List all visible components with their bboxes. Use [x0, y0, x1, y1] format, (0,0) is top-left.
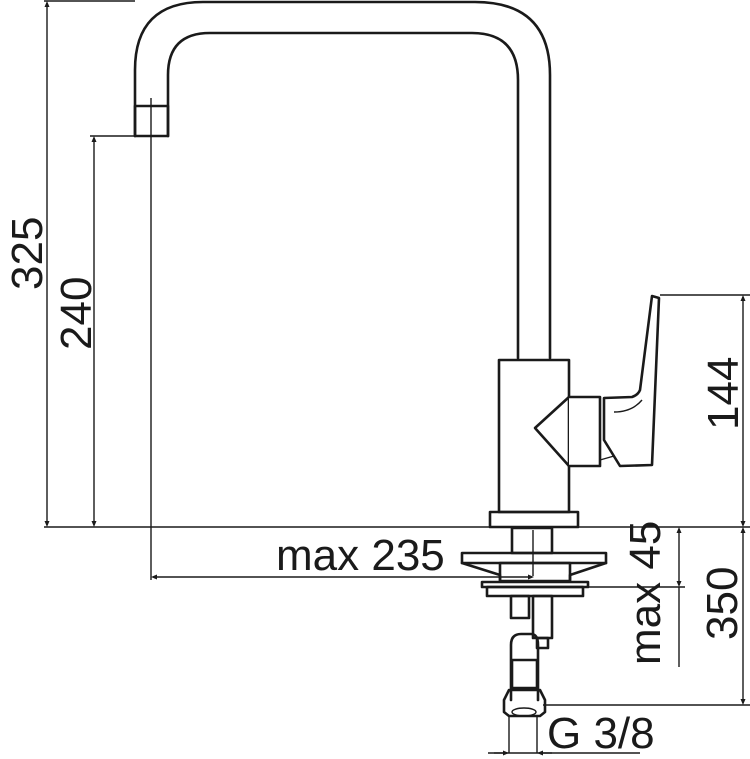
supply-hose	[502, 632, 547, 753]
lever-handle	[533, 294, 661, 468]
mounting-assembly	[460, 526, 608, 650]
base-ring	[488, 510, 580, 529]
dim-deck-thickness: max 45	[621, 521, 670, 665]
dimension-lines	[44, 1, 746, 756]
reference-lines	[44, 0, 750, 754]
dim-spout-height: 240	[52, 277, 101, 350]
dim-spout-reach: max 235	[276, 531, 445, 580]
dim-total-height: 325	[3, 217, 52, 290]
dim-hose-length: 350	[698, 567, 747, 640]
dim-connection: G 3/8	[547, 709, 655, 758]
tap-body	[488, 358, 580, 529]
hex-nut	[502, 688, 547, 718]
dim-handle-height: 144	[699, 357, 748, 430]
spout	[133, 0, 552, 580]
